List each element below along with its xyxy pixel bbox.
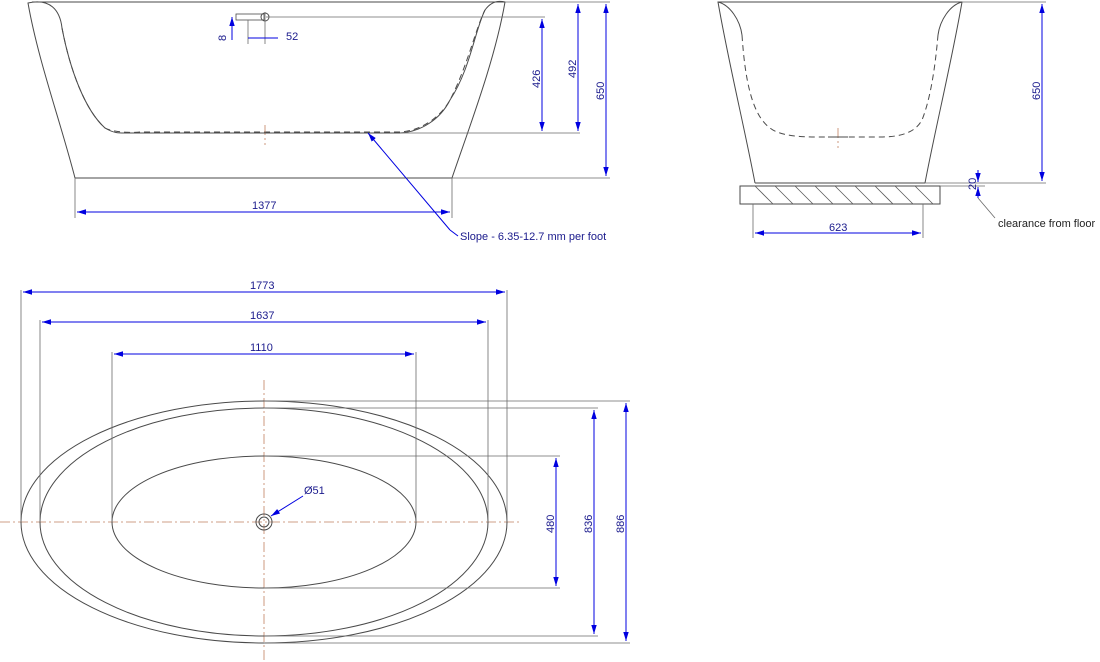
dim-drain-diameter: Ø51 <box>304 485 325 497</box>
side-view-inner-profile <box>61 9 486 133</box>
dim-rim-width: 836 <box>583 515 595 533</box>
end-dim-base-width: 623 <box>829 222 847 234</box>
floor-block <box>739 185 941 205</box>
dim-rim-length: 1637 <box>250 310 274 322</box>
dim-base-length: 1377 <box>252 200 276 212</box>
dim-inner-length: 1110 <box>250 342 273 354</box>
drain-leader <box>270 495 304 517</box>
dim-inner-depth: 426 <box>531 70 543 88</box>
slope-leader <box>367 132 451 231</box>
drain-outer <box>255 513 273 531</box>
dim-overflow-width: 52 <box>286 31 298 43</box>
slope-note: Slope - 6.35-12.7 mm per foot <box>460 231 606 243</box>
side-view-outer-profile <box>27 0 506 179</box>
end-view-rim-right <box>937 1 963 36</box>
dim-overflow-height: 492 <box>567 60 579 78</box>
side-view: 8 52 426 492 650 1377 Slope - 6.35-12.7 … <box>27 0 610 243</box>
dim-total-height: 650 <box>595 82 607 100</box>
dim-outer-width: 886 <box>615 515 627 533</box>
end-view: 650 20 623 clearance from floor <box>717 1 1096 238</box>
end-view-outer-profile <box>717 1 963 184</box>
overflow-slot <box>235 13 265 21</box>
top-view: Ø51 1773 1637 1110 480 836 886 <box>0 280 630 660</box>
end-dim-total-height: 650 <box>1031 82 1043 100</box>
drain-icon <box>258 516 270 528</box>
dim-overflow-offset: 8 <box>217 35 229 41</box>
slope-leader-tail <box>449 229 459 237</box>
dim-inner-width: 480 <box>545 515 557 533</box>
floor-hatch <box>754 185 934 205</box>
end-view-inner-profile <box>741 34 939 138</box>
clearance-leader <box>977 197 996 219</box>
clearance-note: clearance from floor <box>998 218 1096 230</box>
end-view-rim-left <box>717 1 743 36</box>
dim-outer-length: 1773 <box>250 280 274 292</box>
end-dim-clearance: 20 <box>967 178 979 190</box>
